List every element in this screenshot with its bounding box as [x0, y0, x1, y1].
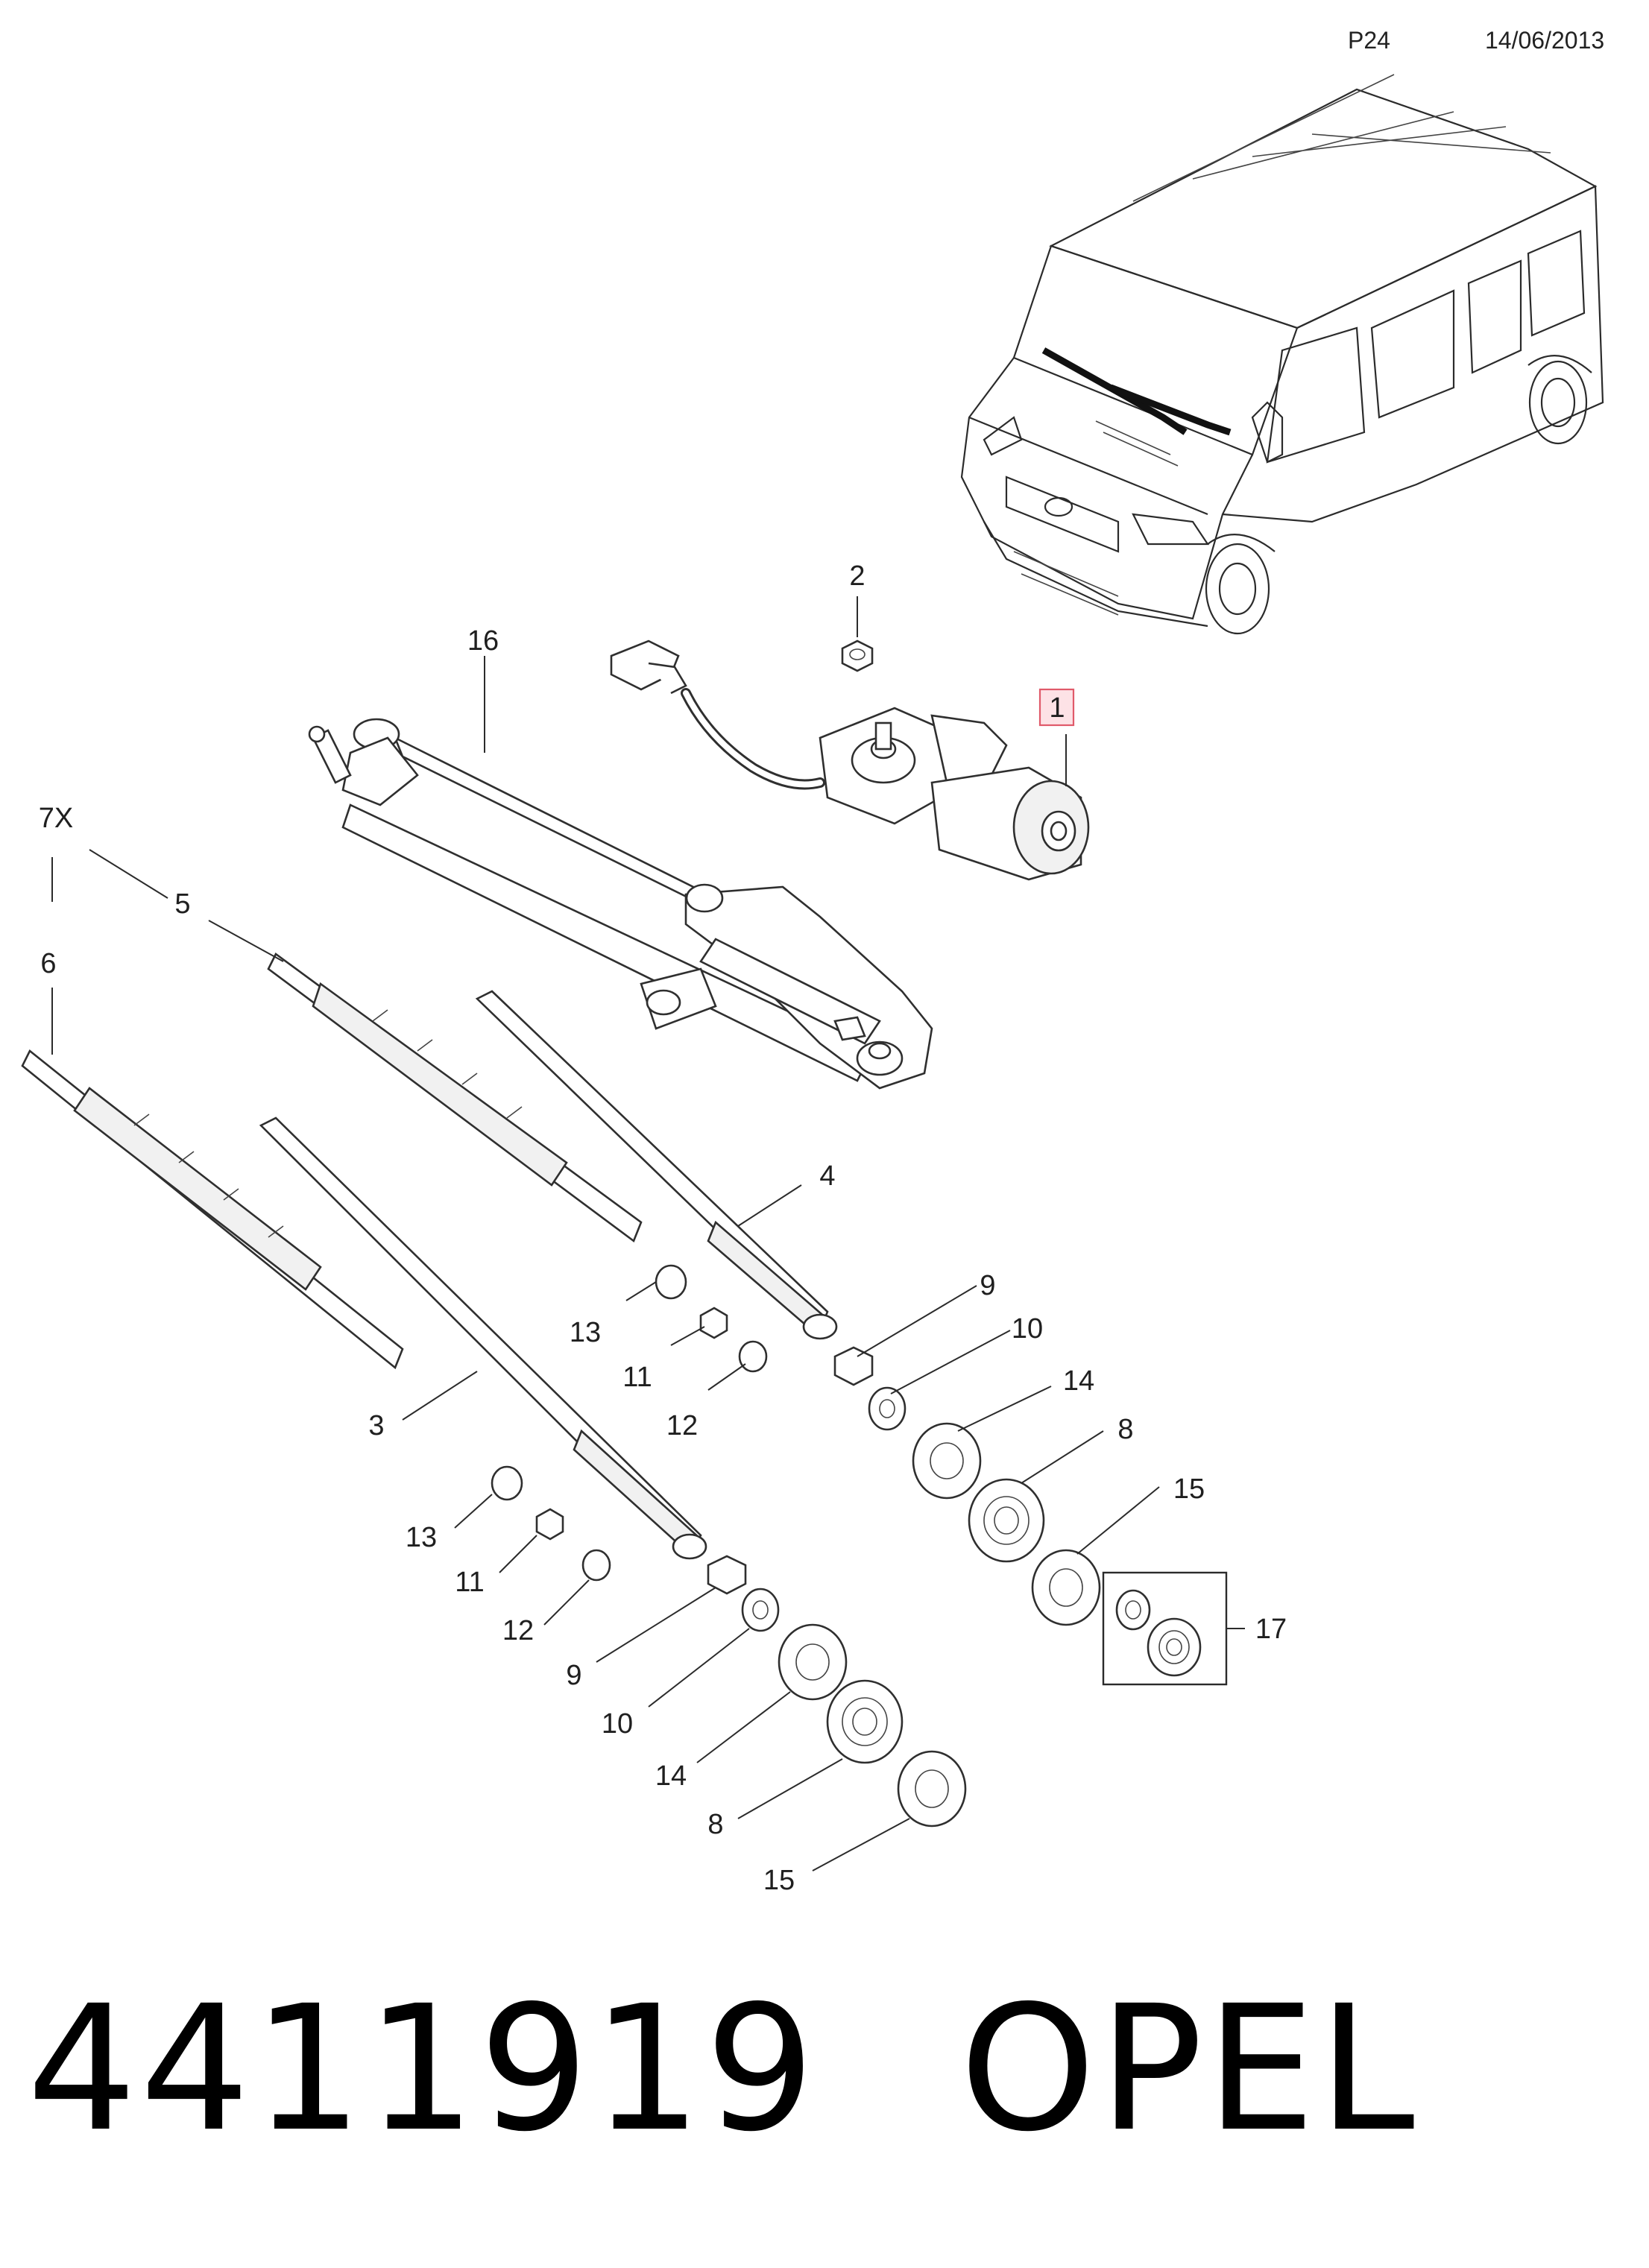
- page-code: P24: [1348, 27, 1390, 54]
- wiper-arm-3: [259, 1116, 707, 1560]
- callout-13b: 13: [406, 1522, 437, 1553]
- callout-11b: 11: [455, 1567, 484, 1598]
- callout-16: 16: [467, 625, 499, 657]
- wiper-linkage: [308, 718, 933, 1090]
- kit-box-17: [1102, 1571, 1228, 1686]
- part-number: 4411919: [27, 1968, 819, 2170]
- callout-1-highlight: [1038, 688, 1075, 727]
- callout-17: 17: [1255, 1614, 1287, 1645]
- callout-5: 5: [174, 888, 190, 920]
- callout-12a: 12: [666, 1410, 698, 1441]
- small-parts-lower: [491, 1465, 967, 1828]
- callout-10b: 10: [602, 1708, 633, 1740]
- callout-14b: 14: [655, 1760, 687, 1792]
- callout-12b: 12: [502, 1615, 534, 1646]
- motor-nut: [841, 639, 874, 672]
- callout-14a: 14: [1063, 1365, 1094, 1397]
- wiper-blade-6: [21, 1049, 404, 1370]
- callout-labels: 1 2 16 7X 5 6 4 3 9 10 14 8 15 13 11 12 …: [39, 560, 1287, 1896]
- callout-9b: 9: [566, 1660, 581, 1691]
- callout-10a: 10: [1012, 1313, 1043, 1345]
- callout-2: 2: [849, 560, 865, 592]
- page-date: 14/06/2013: [1485, 27, 1605, 54]
- callout-15a: 15: [1173, 1473, 1205, 1505]
- callout-15b: 15: [763, 1865, 795, 1896]
- wiper-arm-4: [475, 990, 838, 1340]
- wiper-blade-5: [267, 953, 643, 1243]
- callout-9a: 9: [980, 1270, 995, 1301]
- leader-lines: [51, 596, 1245, 1871]
- callout-1: 1: [1049, 692, 1065, 724]
- callout-8b: 8: [707, 1809, 723, 1840]
- callout-6: 6: [40, 948, 56, 979]
- callout-8a: 8: [1117, 1414, 1133, 1445]
- callout-11a: 11: [622, 1362, 652, 1393]
- callout-3: 3: [368, 1410, 384, 1441]
- callout-7x: 7X: [39, 803, 73, 834]
- wiper-motor: [610, 639, 1090, 881]
- van-illustration: [960, 74, 1604, 635]
- brand-name: OPEL: [959, 1968, 1418, 2170]
- callout-13a: 13: [570, 1317, 601, 1348]
- callout-4: 4: [819, 1160, 835, 1192]
